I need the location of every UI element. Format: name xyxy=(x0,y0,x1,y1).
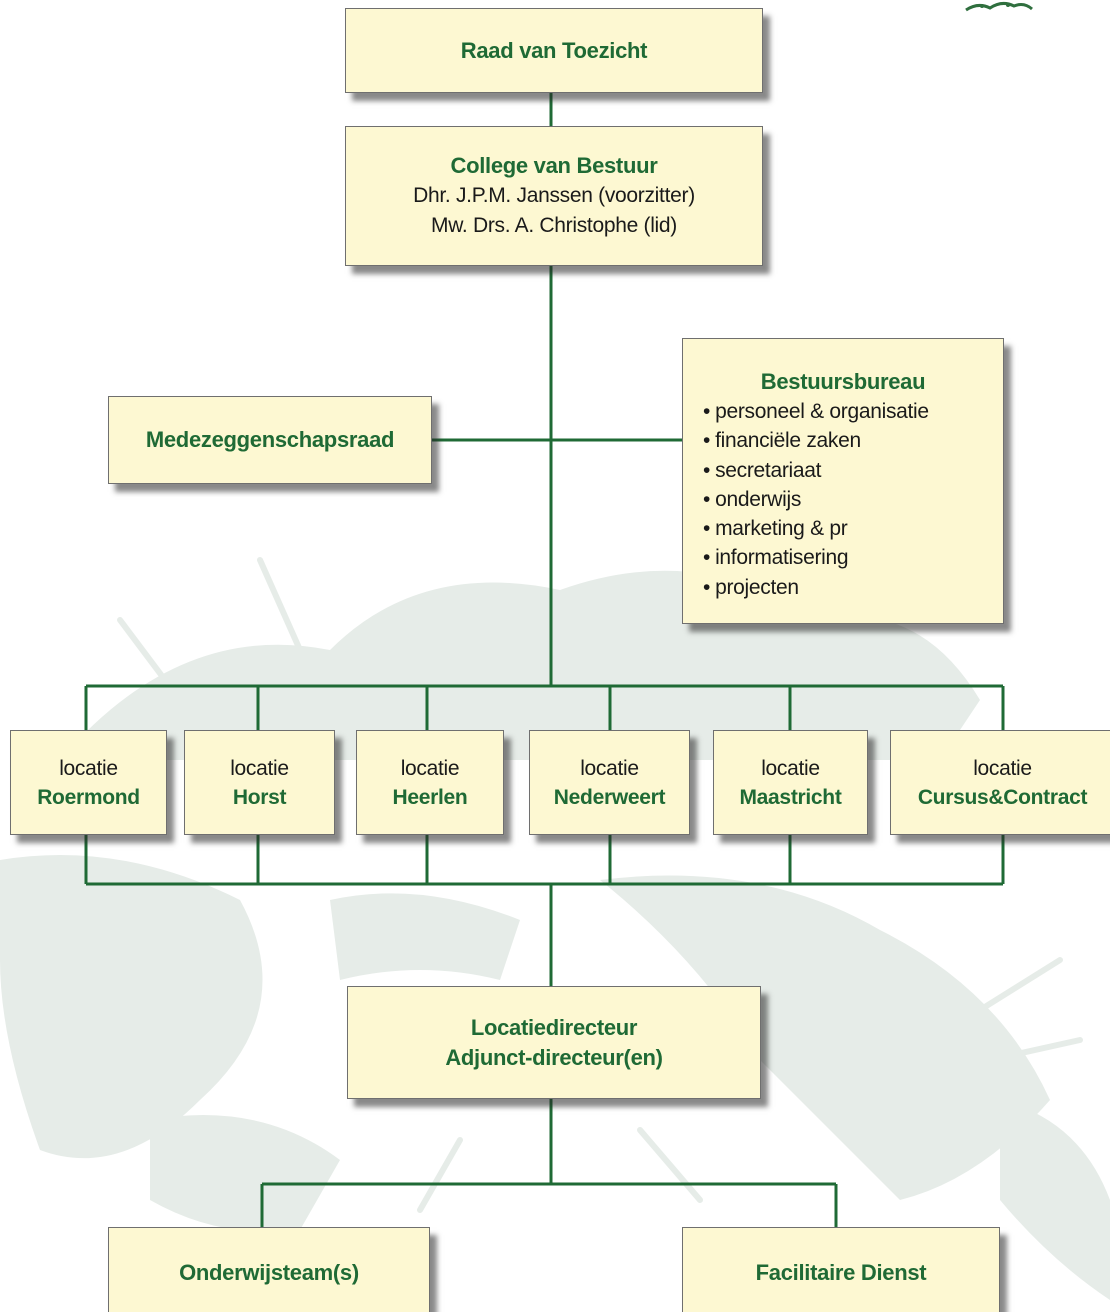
locatiedirecteur-box: Locatiedirecteur Adjunct-directeur(en) xyxy=(347,986,761,1099)
bestuursbureau-item: financiële zaken xyxy=(715,426,1003,455)
locatie-nederweert-box: locatie Nederweert xyxy=(529,730,690,835)
bestuursbureau-item: onderwijs xyxy=(715,485,1003,514)
college-van-bestuur-title: College van Bestuur xyxy=(450,153,658,178)
bestuursbureau-task-list: personeel & organisatie financiële zaken… xyxy=(683,397,1003,602)
bestuursbureau-item: secretariaat xyxy=(715,456,1003,485)
locatie-prefix: locatie xyxy=(400,756,460,780)
adjunct-directeur-title: Adjunct-directeur(en) xyxy=(445,1044,663,1070)
medezeggenschapsraad-title: Medezeggenschapsraad xyxy=(145,427,395,452)
bestuursbureau-item: personeel & organisatie xyxy=(715,397,1003,426)
locatiedirecteur-title: Locatiedirecteur xyxy=(470,1014,638,1040)
onderwijsteams-title: Onderwijsteam(s) xyxy=(179,1260,359,1285)
raad-van-toezicht-box: Raad van Toezicht xyxy=(345,8,763,93)
college-member-chair: Dhr. J.P.M. Janssen (voorzitter) xyxy=(413,184,695,207)
locatie-prefix: locatie xyxy=(580,756,639,780)
bestuursbureau-title: Bestuursbureau xyxy=(760,369,926,394)
locatie-name: Cursus&Contract xyxy=(917,785,1088,809)
bestuursbureau-box: Bestuursbureau personeel & organisatie f… xyxy=(682,338,1004,624)
bestuursbureau-item: informatisering xyxy=(715,543,1003,572)
locatie-prefix: locatie xyxy=(761,756,820,780)
college-member-lid: Mw. Drs. A. Christophe (lid) xyxy=(431,214,677,237)
locatie-name: Horst xyxy=(232,785,287,809)
locatie-horst-box: locatie Horst xyxy=(184,730,335,835)
locatie-maastricht-box: locatie Maastricht xyxy=(713,730,868,835)
logo-fragment-icon xyxy=(965,1,1033,12)
locatie-prefix: locatie xyxy=(973,756,1032,780)
locatie-heerlen-box: locatie Heerlen xyxy=(356,730,504,835)
locatie-name: Maastricht xyxy=(739,785,842,809)
medezeggenschapsraad-box: Medezeggenschapsraad xyxy=(108,396,432,484)
bestuursbureau-item: projecten xyxy=(715,573,1003,602)
onderwijsteams-box: Onderwijsteam(s) xyxy=(108,1227,430,1312)
locatie-roermond-box: locatie Roermond xyxy=(10,730,167,835)
locatie-name: Nederweert xyxy=(553,785,666,809)
bestuursbureau-item: marketing & pr xyxy=(715,514,1003,543)
locatie-prefix: locatie xyxy=(59,756,118,780)
locatie-name: Roermond xyxy=(37,785,140,809)
facilitaire-dienst-box: Facilitaire Dienst xyxy=(682,1227,1000,1312)
facilitaire-dienst-title: Facilitaire Dienst xyxy=(755,1260,927,1285)
locatie-name: Heerlen xyxy=(392,785,468,809)
college-van-bestuur-box: College van Bestuur Dhr. J.P.M. Janssen … xyxy=(345,126,763,266)
raad-van-toezicht-title: Raad van Toezicht xyxy=(460,37,648,63)
locatie-cursus-contract-box: locatie Cursus&Contract xyxy=(890,730,1110,835)
locatie-prefix: locatie xyxy=(230,756,289,780)
